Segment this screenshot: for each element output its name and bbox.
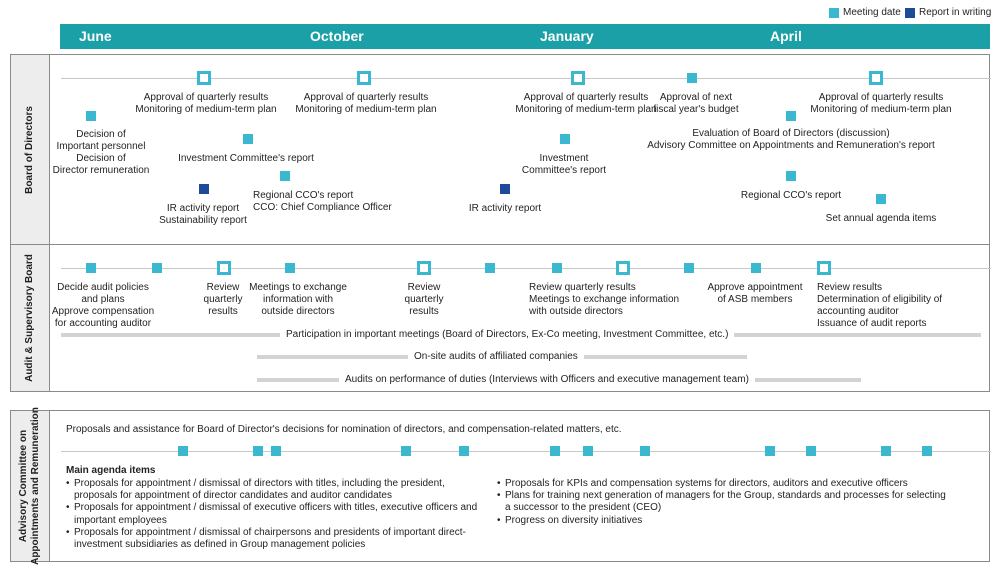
asb-timeline (61, 268, 991, 269)
board-report-marker (199, 184, 209, 194)
participation-bar-label: Participation in important meetings (Boa… (280, 329, 735, 341)
month-october: October (310, 28, 364, 44)
asb-meeting-marker (751, 263, 761, 273)
agenda-item: Proposals for appointment / dismissal of… (66, 478, 478, 502)
board-item-label: IR activity report (468, 203, 542, 214)
month-april: April (770, 28, 802, 44)
board-timeline (61, 78, 991, 79)
advisory-meeting-marker (806, 446, 816, 456)
asb-meeting-marker (152, 263, 162, 273)
board-meeting-marker (243, 134, 253, 144)
asb-meeting-marker (485, 263, 495, 273)
board-meeting-marker (280, 171, 290, 181)
asb-meeting-marker (285, 263, 295, 273)
board-meeting-marker (687, 73, 697, 83)
onsite-audits-bar-label: On-site audits of affiliated companies (408, 351, 584, 363)
asb-meeting-marker (552, 263, 562, 273)
agenda-item: Progress on diversity initiatives (497, 515, 947, 527)
board-meeting-marker (560, 134, 570, 144)
board-meeting-marker (786, 111, 796, 121)
advisory-meeting-marker (178, 446, 188, 456)
board-item-label: Evaluation of Board of Directors (discus… (647, 128, 935, 151)
agenda-list-left: Proposals for appointment / dismissal of… (66, 478, 478, 551)
month-january: January (540, 28, 594, 44)
report-in-writing-swatch (905, 8, 915, 18)
advisory-intro: Proposals and assistance for Board of Di… (66, 424, 622, 435)
legend-meeting-date: Meeting date (829, 7, 901, 19)
asb-meeting-marker (417, 261, 431, 275)
month-june: June (79, 28, 112, 44)
asb-meeting-marker (217, 261, 231, 275)
duty-audits-bar-label: Audits on performance of duties (Intervi… (339, 374, 755, 386)
board-meeting-marker (197, 71, 211, 85)
month-header-bar: June October January April (60, 24, 990, 49)
asb-meeting-marker (684, 263, 694, 273)
advisory-meeting-marker (640, 446, 650, 456)
advisory-meeting-marker (765, 446, 775, 456)
meeting-date-swatch (829, 8, 839, 18)
audit-supervisory-board-section: Audit & Supervisory Board Decide audit p… (10, 244, 991, 392)
legend-report-in-writing: Report in writing (905, 7, 991, 19)
board-meeting-marker (571, 71, 585, 85)
asb-section-title: Audit & Supervisory Board (24, 254, 35, 382)
advisory-meeting-marker (583, 446, 593, 456)
asb-meeting-marker (817, 261, 831, 275)
advisory-meeting-marker (401, 446, 411, 456)
agenda-item: Plans for training next generation of ma… (497, 490, 947, 514)
asb-meeting-marker (86, 263, 96, 273)
board-item-label: Regional CCO's report (740, 190, 842, 201)
advisory-meeting-marker (922, 446, 932, 456)
main-agenda-title: Main agenda items (66, 465, 156, 476)
legend-report-in-writing-label: Report in writing (919, 7, 992, 18)
board-meeting-marker (357, 71, 371, 85)
board-section-title: Board of Directors (24, 105, 35, 194)
advisory-meeting-marker (459, 446, 469, 456)
advisory-meeting-marker (881, 446, 891, 456)
agenda-item: Proposals for appointment / dismissal of… (66, 502, 478, 526)
board-meeting-marker (86, 111, 96, 121)
asb-side-panel: Audit & Supervisory Board (11, 245, 50, 391)
board-item-label: Set annual agenda items (825, 213, 937, 224)
agenda-item: Proposals for appointment / dismissal of… (66, 527, 478, 551)
board-meeting-marker (786, 171, 796, 181)
board-report-marker (500, 184, 510, 194)
advisory-timeline (61, 451, 991, 452)
legend-meeting-date-label: Meeting date (843, 7, 901, 18)
asb-meeting-marker (616, 261, 630, 275)
board-meeting-marker (869, 71, 883, 85)
advisory-meeting-marker (253, 446, 263, 456)
board-of-directors-section: Board of Directors Approval of quarterly… (10, 54, 991, 245)
board-meeting-marker (876, 194, 886, 204)
advisory-meeting-marker (550, 446, 560, 456)
board-item-label: Investment Committee's report (178, 153, 314, 164)
board-side-panel: Board of Directors (11, 55, 50, 244)
advisory-meeting-marker (271, 446, 281, 456)
agenda-list-right: Proposals for KPIs and compensation syst… (497, 478, 947, 527)
agenda-item: Proposals for KPIs and compensation syst… (497, 478, 947, 490)
